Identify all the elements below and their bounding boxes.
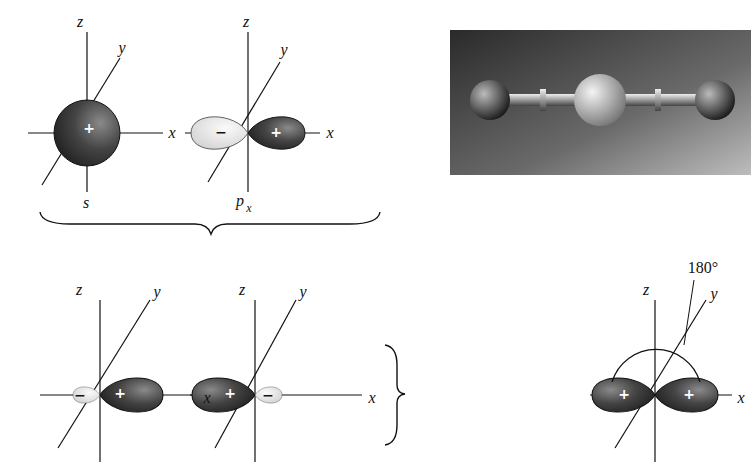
- axis-label: y: [280, 42, 287, 58]
- axis-label: y: [153, 284, 160, 300]
- axis-label: y: [710, 286, 717, 302]
- axis-label: y: [118, 40, 125, 56]
- axis-label: x: [737, 390, 744, 406]
- axis-label: x: [203, 390, 210, 406]
- axis-label: x: [368, 390, 375, 406]
- axis-label: x: [326, 125, 333, 141]
- phase-sign: +: [618, 387, 630, 401]
- angle-label: 180°: [688, 260, 718, 276]
- phase-sign: +: [224, 386, 236, 400]
- phase-sign: +: [114, 386, 126, 400]
- orbital-name: s: [83, 195, 89, 211]
- phase-sign: −: [262, 388, 274, 402]
- axis-label: y: [299, 284, 306, 300]
- phase-sign: −: [215, 125, 227, 139]
- axis-label: z: [643, 282, 649, 298]
- phase-sign: +: [83, 121, 95, 135]
- phase-sign: +: [683, 387, 695, 401]
- phase-sign: −: [74, 388, 86, 402]
- axis-label: z: [239, 282, 245, 298]
- axis-label: x: [168, 125, 175, 141]
- axis-label: z: [77, 14, 83, 30]
- axis-label: z: [76, 282, 82, 298]
- orbital-name: p: [236, 193, 244, 209]
- axis-label: z: [243, 14, 249, 30]
- orbital-subscript: x: [246, 202, 251, 214]
- phase-sign: +: [270, 125, 282, 139]
